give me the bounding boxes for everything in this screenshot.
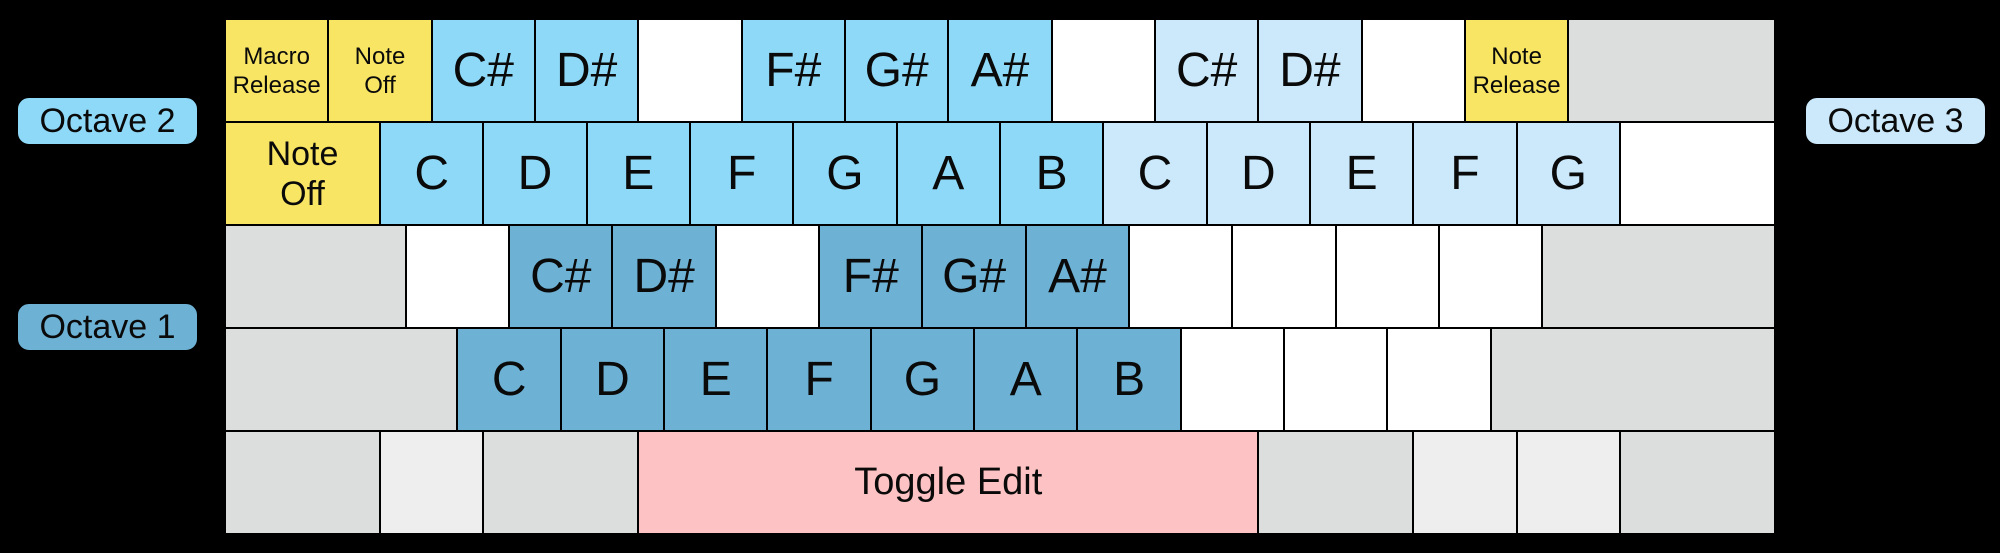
key-d-octave3: D (1206, 122, 1310, 225)
key-blank-gray (225, 225, 406, 328)
key-e-octave2: E (586, 122, 690, 225)
key-d-octave2: D (483, 122, 587, 225)
key-blank-gray (1490, 328, 1775, 431)
key-blank-white (638, 19, 742, 122)
key-c-sharp-octave1: C# (509, 225, 613, 328)
key-d-sharp-octave2: D# (534, 19, 639, 122)
key-c-sharp-octave3: C# (1154, 19, 1259, 122)
key-blank-white (405, 225, 510, 328)
key-c-octave3: C (1103, 122, 1207, 225)
key-g-octave1: G (870, 328, 975, 431)
key-blank-white (1361, 19, 1465, 122)
key-c-octave2: C (379, 122, 484, 225)
key-f-sharp-octave1: F# (819, 225, 923, 328)
octave-3-label: Octave 3 (1804, 96, 1987, 146)
key-e-octave3: E (1309, 122, 1414, 225)
key-g-octave2: G (793, 122, 897, 225)
key-blank-white (1335, 225, 1440, 328)
key-g-sharp-octave1: G# (922, 225, 1026, 328)
key-blank-white (1051, 19, 1155, 122)
key-blank-white (1129, 225, 1233, 328)
key-a-octave2: A (896, 122, 1000, 225)
key-g-octave3: G (1516, 122, 1620, 225)
key-f-octave1: F (767, 328, 871, 431)
key-a-sharp-octave1: A# (1025, 225, 1130, 328)
key-blank-white (1232, 225, 1336, 328)
key-blank-gray-light (1413, 431, 1517, 534)
key-blank-white (1439, 225, 1543, 328)
key-d-sharp-octave1: D# (612, 225, 716, 328)
key-blank-white (1619, 122, 1775, 225)
key-a-octave1: A (974, 328, 1078, 431)
key-toggle-edit: Toggle Edit (638, 431, 1259, 534)
key-blank-gray (1258, 431, 1414, 534)
key-b-octave2: B (999, 122, 1104, 225)
keyboard-row-3: C#D# F#G#A# (225, 225, 1775, 328)
key-blank-gray (1619, 431, 1775, 534)
key-e-octave1: E (664, 328, 768, 431)
key-g-sharp-octave2: G# (844, 19, 949, 122)
key-blank-white (1180, 328, 1285, 431)
key-blank-gray (225, 328, 458, 431)
key-c-sharp-octave2: C# (431, 19, 535, 122)
keyboard-row-5: Toggle Edit (225, 431, 1775, 534)
key-d-octave1: D (560, 328, 665, 431)
key-blank-gray (1542, 225, 1775, 328)
key-f-octave2: F (689, 122, 794, 225)
octave-2-label: Octave 2 (16, 96, 199, 146)
key-d-sharp-octave3: D# (1258, 19, 1362, 122)
key-f-octave3: F (1413, 122, 1517, 225)
key-c-octave1: C (457, 328, 561, 431)
key-blank-white (715, 225, 820, 328)
key-blank-gray-light (1516, 431, 1620, 534)
octave-1-label: Octave 1 (16, 302, 199, 352)
key-a-sharp-octave2: A# (948, 19, 1052, 122)
key-blank-white (1284, 328, 1388, 431)
key-blank-white (1387, 328, 1491, 431)
key-blank-gray (225, 431, 380, 534)
key-b-octave1: B (1077, 328, 1181, 431)
key-blank-gray (483, 431, 639, 534)
key-f-sharp-octave2: F# (741, 19, 845, 122)
key-blank-gray-light (379, 431, 484, 534)
key-blank-gray (1568, 19, 1775, 122)
